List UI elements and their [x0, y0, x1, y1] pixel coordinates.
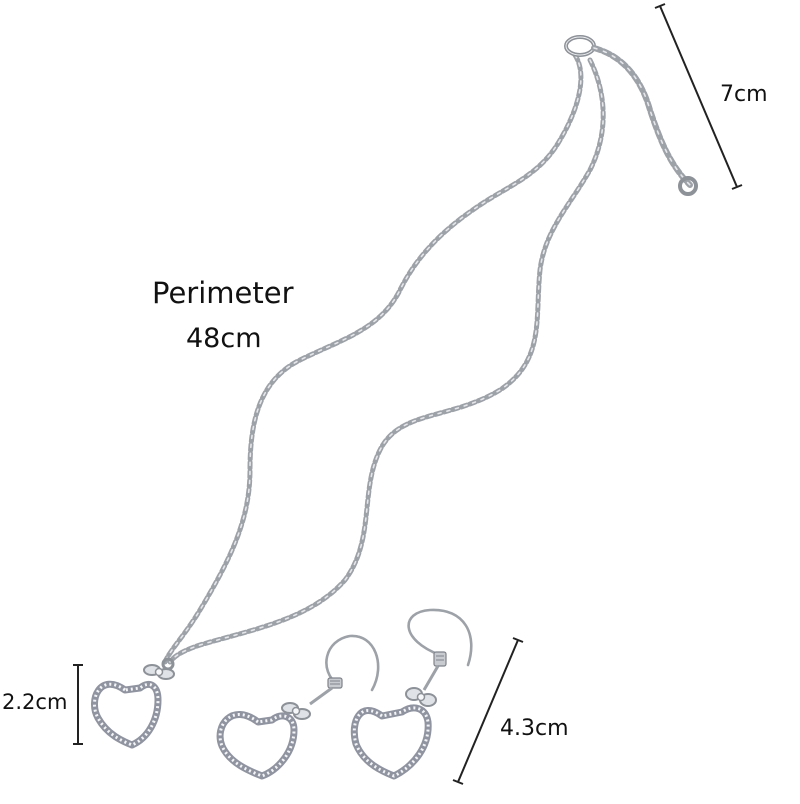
- bow-charm: [143, 664, 175, 680]
- earring-left: [216, 634, 380, 780]
- earring-coil: [327, 677, 343, 689]
- bow-charm: [281, 702, 311, 720]
- perimeter-value: 48cm: [186, 323, 262, 354]
- earring-right: [350, 608, 473, 780]
- pendant-height-label: 2.2cm: [2, 690, 68, 714]
- earring-coil: [433, 651, 447, 667]
- earring-dimension-line: [452, 637, 524, 785]
- extender-dimension-line: [654, 3, 743, 190]
- perimeter-title: Perimeter: [152, 276, 294, 310]
- earring-length-label: 4.3cm: [500, 716, 569, 741]
- necklace-heart-pendant: [91, 657, 175, 749]
- extender-length-label: 7cm: [720, 82, 768, 107]
- necklace-chain: [162, 52, 606, 665]
- bow-charm: [405, 687, 437, 707]
- pendant-dimension-line: [73, 664, 83, 745]
- extender-chain: [564, 35, 698, 196]
